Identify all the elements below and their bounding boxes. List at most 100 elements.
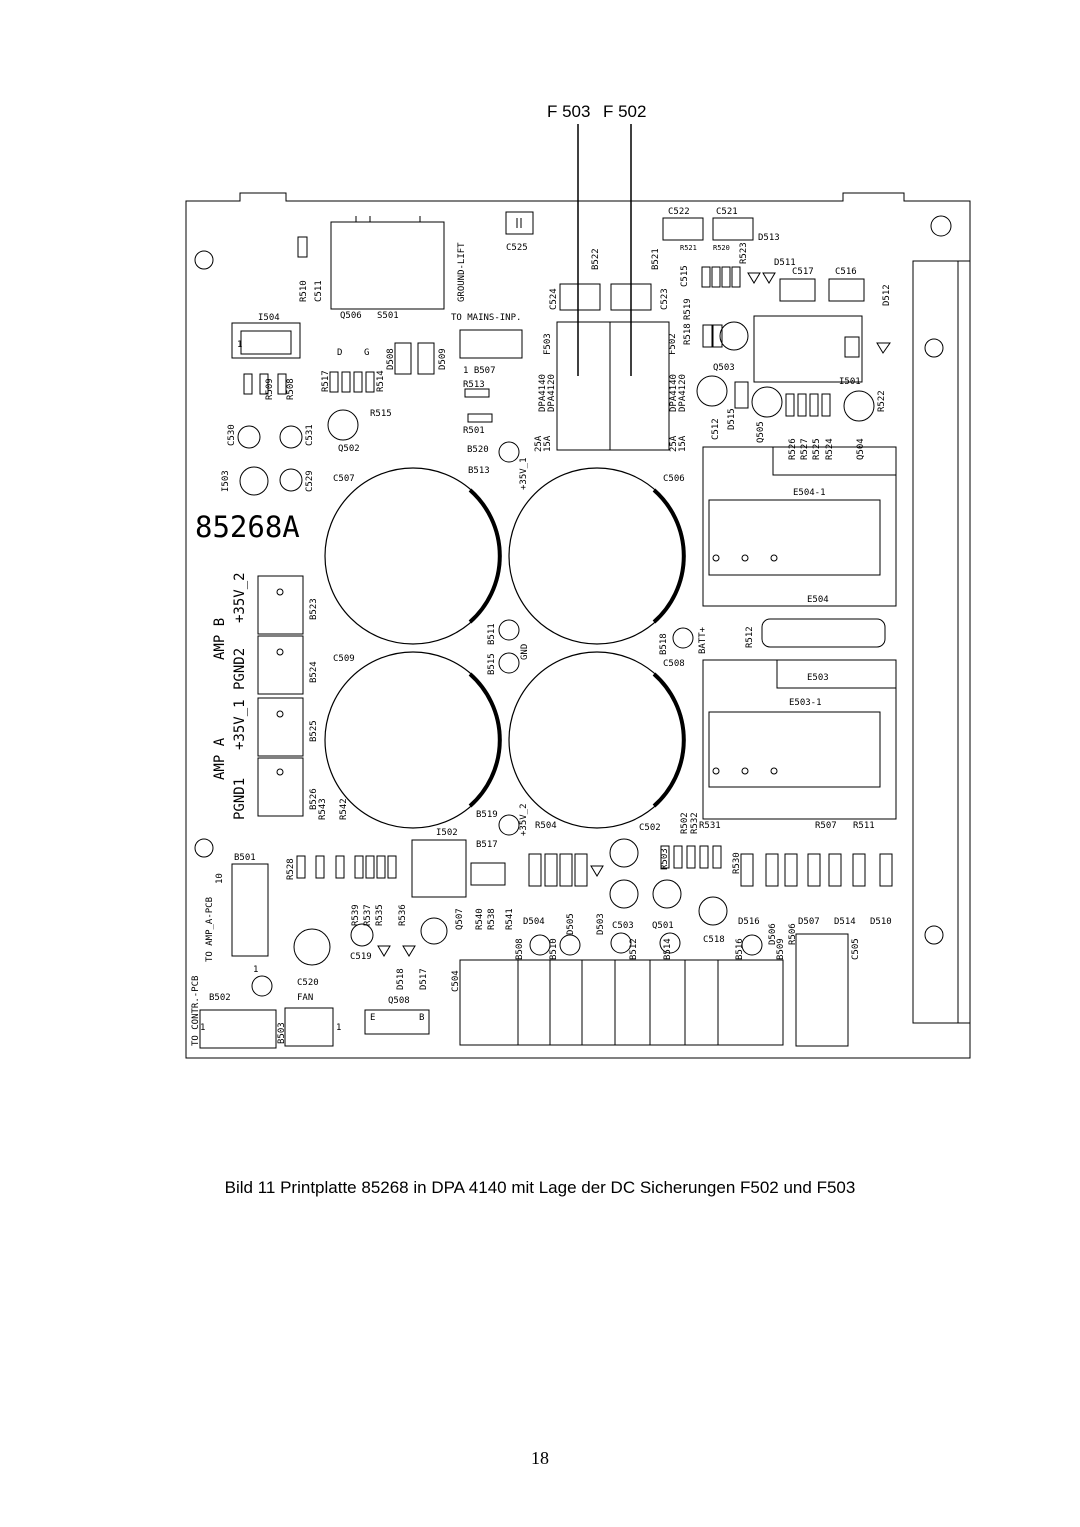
- label-r536: R536: [398, 904, 408, 926]
- label-r506: R506: [788, 923, 798, 945]
- label-b511: B511: [487, 623, 497, 645]
- label-one-a: 1: [237, 340, 242, 350]
- label-fan: FAN: [297, 993, 313, 1003]
- label-i501: I501: [839, 377, 861, 387]
- label-v35-2: +35V_2: [519, 803, 529, 836]
- label-pin-e: E: [370, 1013, 375, 1023]
- label-amp-b: AMP B: [212, 618, 228, 660]
- label-d503: D503: [596, 913, 606, 935]
- label-b508: B508: [515, 938, 525, 960]
- label-to-amp: TO AMP_A-PCB: [205, 897, 215, 962]
- label-d508: D508: [386, 348, 396, 370]
- label-r530: R530: [732, 852, 742, 874]
- label-d511: D511: [774, 258, 796, 268]
- label-c504: C504: [451, 970, 461, 992]
- label-b510: B510: [549, 938, 559, 960]
- label-r535: R535: [375, 904, 385, 926]
- label-r537: R537: [363, 904, 373, 926]
- label-c508: C508: [663, 659, 685, 669]
- label-d516: D516: [738, 917, 760, 927]
- label-r510: R510: [299, 280, 309, 302]
- label-d512: D512: [882, 284, 892, 306]
- label-q506: Q506: [340, 311, 362, 321]
- label-r511: R511: [853, 821, 875, 831]
- label-b526: B526: [309, 788, 319, 810]
- label-b524: B524: [309, 661, 319, 683]
- label-v35-2-side: +35V_2: [232, 572, 248, 623]
- label-b525: B525: [309, 720, 319, 742]
- label-d515: D515: [727, 408, 737, 430]
- label-r542: R542: [339, 798, 349, 820]
- label-dpa4140-r: DPA4140: [669, 374, 679, 412]
- label-d514: D514: [834, 917, 856, 927]
- section-labels: AMP B +35V_2 PGND2 AMP A +35V_1 PGND1: [212, 572, 248, 820]
- label-r513: R513: [463, 380, 485, 390]
- label-r523: R523: [739, 242, 749, 264]
- label-c516: C516: [835, 267, 857, 277]
- label-to-contr: TO_CONTR.-PCB: [191, 976, 201, 1046]
- label-batt: BATT+: [698, 626, 708, 654]
- label-v35-1: +35V_1: [519, 457, 529, 490]
- label-dpa4120-r: DPA4120: [678, 374, 688, 412]
- label-dpa4120-l: DPA4120: [547, 374, 557, 412]
- label-q503: Q503: [713, 363, 735, 373]
- figure-caption: Bild 11 Printplatte 85268 in DPA 4140 mi…: [224, 1178, 856, 1197]
- label-b523: B523: [309, 598, 319, 620]
- label-to-mains: TO MAINS-INP.: [451, 313, 521, 323]
- label-r517: R517: [321, 370, 331, 392]
- label-r512: R512: [745, 626, 755, 648]
- label-q501: Q501: [652, 921, 674, 931]
- label-r532: R532: [690, 812, 700, 834]
- label-r518: R518: [683, 323, 693, 345]
- label-q-g: G: [364, 348, 369, 358]
- label-e504: E504: [807, 595, 829, 605]
- label-r501: R501: [463, 426, 485, 436]
- label-b518: B518: [659, 633, 669, 655]
- label-f502: F502: [668, 333, 678, 355]
- label-c506: C506: [663, 474, 685, 484]
- label-r543: R543: [318, 798, 328, 820]
- label-b516: B516: [735, 938, 745, 960]
- silkscreen-vertical-labels: R510 C511 GROUND-LIFT B522 B521 C515 R52…: [191, 242, 892, 1046]
- label-c502: C502: [639, 823, 661, 833]
- label-one-d: 1: [253, 965, 258, 975]
- label-c520: C520: [297, 978, 319, 988]
- label-25a-r: 25A: [669, 435, 679, 452]
- label-one-b: 1: [200, 1023, 205, 1033]
- large-capacitors: [324, 467, 686, 829]
- label-b517: B517: [476, 840, 498, 850]
- label-amp-a: AMP A: [212, 737, 228, 780]
- label-r508: R508: [286, 378, 296, 400]
- small-circular-parts: [237, 321, 875, 966]
- label-r527: R527: [800, 438, 810, 460]
- label-ground-lift: GROUND-LIFT: [457, 242, 467, 302]
- label-c529: C529: [305, 470, 315, 492]
- fuse-f503-callout: F 503: [547, 102, 590, 121]
- label-dpa4140-l: DPA4140: [538, 374, 548, 412]
- label-r531: R531: [699, 821, 721, 831]
- label-c512: C512: [711, 418, 721, 440]
- label-b507: 1 B507: [463, 366, 496, 376]
- label-s501: S501: [377, 311, 399, 321]
- label-e503: E503: [807, 673, 829, 683]
- label-b521: B521: [651, 248, 661, 270]
- label-b501: B501: [234, 853, 256, 863]
- label-b512: B512: [629, 938, 639, 960]
- label-b513: B513: [468, 466, 490, 476]
- label-d504: D504: [523, 917, 545, 927]
- label-pin-b: B: [419, 1013, 424, 1023]
- label-r539: R539: [351, 904, 361, 926]
- label-ten: 10: [215, 873, 225, 884]
- label-d507: D507: [798, 917, 820, 927]
- page-number: 18: [531, 1448, 549, 1468]
- label-c518: C518: [703, 935, 725, 945]
- label-c525: C525: [506, 243, 528, 253]
- label-d510: D510: [870, 917, 892, 927]
- label-e503-1: E503-1: [789, 698, 822, 708]
- label-r519: R519: [683, 298, 693, 320]
- label-q505: Q505: [756, 421, 766, 443]
- label-r515: R515: [370, 409, 392, 419]
- label-c507: C507: [333, 474, 355, 484]
- label-r502: R502: [680, 812, 690, 834]
